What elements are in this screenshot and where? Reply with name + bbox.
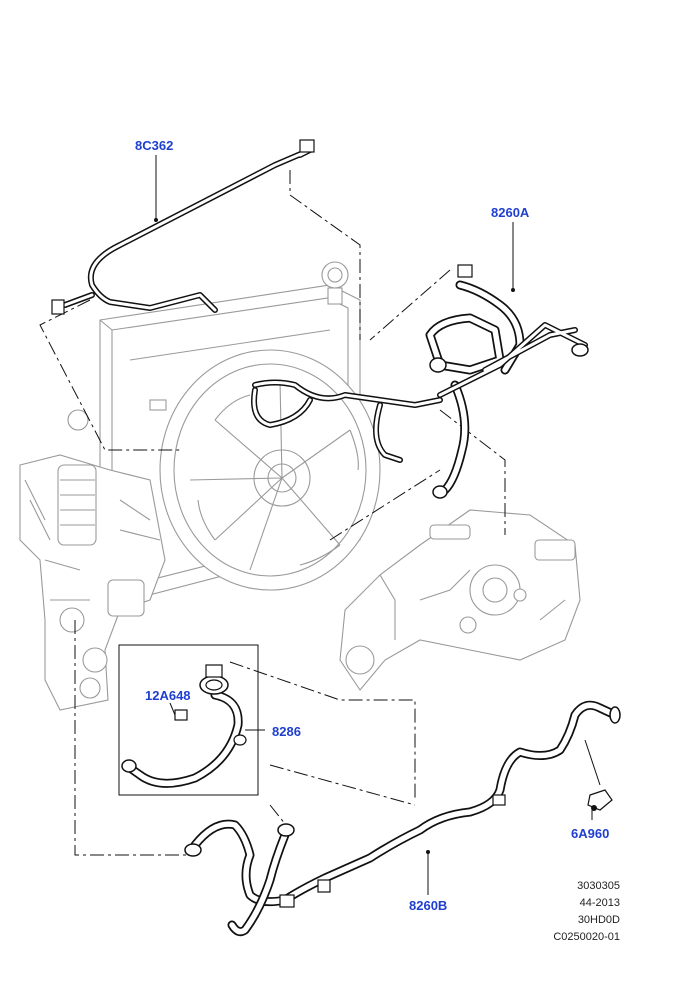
callout-8260A[interactable]: 8260A bbox=[491, 205, 530, 220]
reference-line-4: C0250020-01 bbox=[553, 931, 620, 943]
callout-8260B[interactable]: 8260B bbox=[409, 898, 448, 913]
expansion-hose bbox=[51, 139, 315, 315]
engine-block-left bbox=[19, 454, 166, 711]
connection-lines bbox=[39, 170, 506, 856]
cooling-fan bbox=[159, 349, 381, 591]
callout-6A960[interactable]: 6A960 bbox=[571, 826, 610, 841]
callout-8C362[interactable]: 8C362 bbox=[135, 138, 174, 153]
reference-line-3: 30HD0D bbox=[577, 914, 620, 926]
reference-block: 3030305 44-2013 30HD0D C0250020-01 bbox=[500, 878, 620, 946]
reference-line-2: 44-2013 bbox=[579, 897, 620, 909]
callout-12A648[interactable]: 12A648 bbox=[145, 688, 191, 703]
inset-box bbox=[118, 644, 259, 796]
lower-hose-8286 bbox=[121, 664, 247, 788]
reference-line-1: 3030305 bbox=[577, 880, 620, 892]
upper-hose-assembly bbox=[251, 264, 589, 499]
callout-8286[interactable]: 8286 bbox=[272, 724, 301, 739]
bottom-hose-8260B bbox=[184, 700, 621, 937]
leader-lines bbox=[154, 155, 601, 895]
clip-6A960 bbox=[587, 789, 613, 811]
water-pump-housing bbox=[339, 509, 581, 691]
